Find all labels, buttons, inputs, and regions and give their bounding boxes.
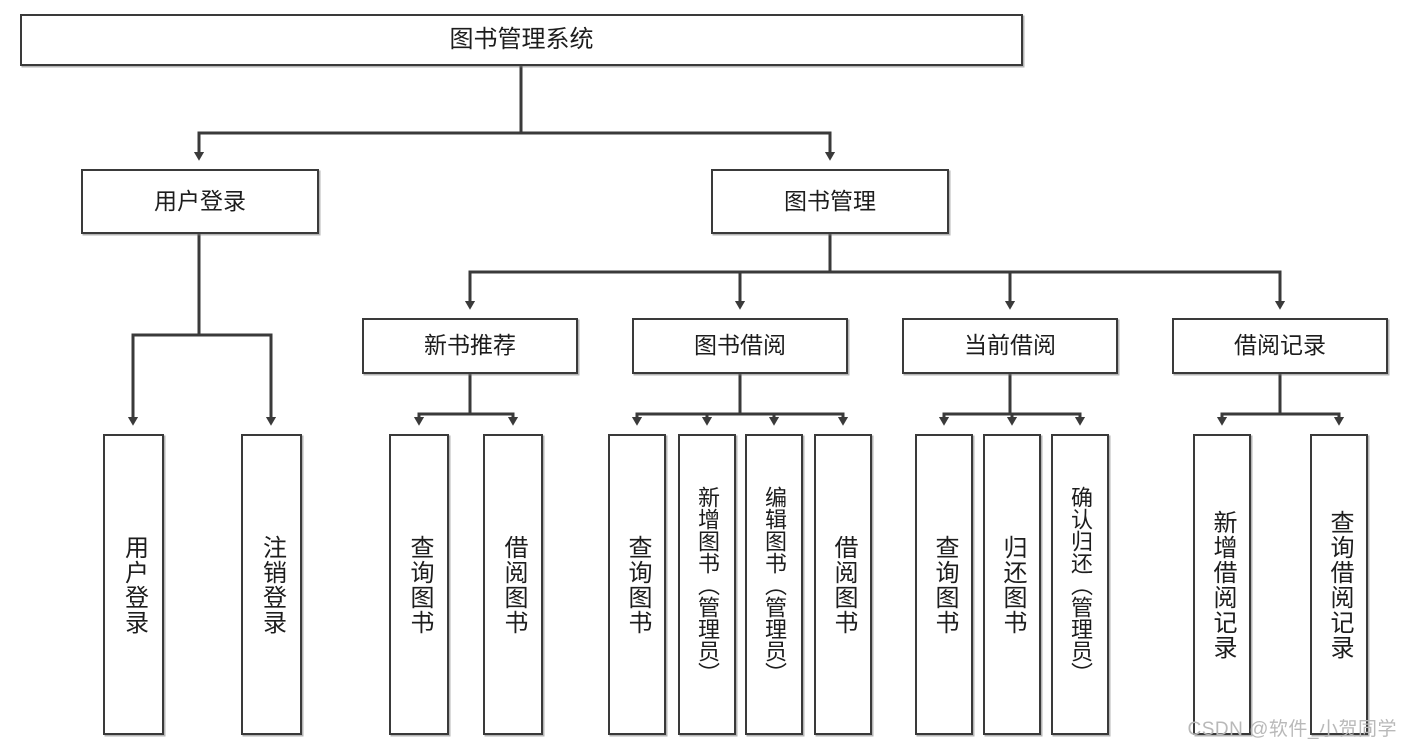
leaf-query-book-current-label: 查询图书: [931, 534, 958, 635]
node-root-label: 图书管理系统: [449, 25, 594, 53]
leaf-add-book-admin-label: 新增图书（管理员）: [695, 485, 720, 684]
leaf-query-book-newbook[interactable]: 查询图书: [389, 434, 449, 735]
node-borrow-record[interactable]: 借阅记录: [1172, 318, 1388, 374]
leaf-user-login-label: 用户登录: [120, 534, 148, 635]
leaf-query-borrow-record-label: 查询借阅记录: [1326, 509, 1353, 660]
leaf-return-book-label: 归还图书: [999, 534, 1026, 635]
node-borrow-record-label: 借阅记录: [1234, 332, 1326, 359]
leaf-add-book-admin[interactable]: 新增图书（管理员）: [678, 434, 736, 735]
node-book-borrow-label: 图书借阅: [694, 332, 786, 359]
leaf-borrow-book-newbook[interactable]: 借阅图书: [483, 434, 543, 735]
leaf-add-borrow-record[interactable]: 新增借阅记录: [1193, 434, 1251, 735]
node-user-login-label: 用户登录: [154, 187, 246, 214]
leaf-query-book-borrow[interactable]: 查询图书: [608, 434, 666, 735]
leaf-borrow-book-label: 借阅图书: [830, 534, 857, 635]
leaf-query-book-newbook-label: 查询图书: [406, 534, 433, 635]
leaf-logout[interactable]: 注销登录: [241, 434, 302, 735]
leaf-confirm-return-admin-label: 确认归还（管理员）: [1068, 485, 1093, 684]
leaf-add-borrow-record-label: 新增借阅记录: [1209, 509, 1236, 660]
node-current-borrow-label: 当前借阅: [964, 332, 1056, 359]
leaf-confirm-return-admin[interactable]: 确认归还（管理员）: [1051, 434, 1109, 735]
node-new-book-recommend[interactable]: 新书推荐: [362, 318, 578, 374]
leaf-borrow-book-newbook-label: 借阅图书: [500, 534, 527, 635]
leaf-edit-book-admin[interactable]: 编辑图书（管理员）: [745, 434, 803, 735]
leaf-query-borrow-record[interactable]: 查询借阅记录: [1310, 434, 1368, 735]
node-book-management[interactable]: 图书管理: [711, 169, 949, 234]
node-new-book-recommend-label: 新书推荐: [424, 332, 516, 359]
node-book-management-label: 图书管理: [784, 187, 876, 214]
leaf-user-login[interactable]: 用户登录: [103, 434, 164, 735]
node-user-login[interactable]: 用户登录: [81, 169, 319, 234]
leaf-query-book-borrow-label: 查询图书: [624, 534, 651, 635]
node-book-borrow[interactable]: 图书借阅: [632, 318, 848, 374]
leaf-logout-label: 注销登录: [258, 534, 286, 635]
leaf-edit-book-admin-label: 编辑图书（管理员）: [762, 485, 787, 684]
node-root[interactable]: 图书管理系统: [20, 14, 1023, 66]
leaf-return-book[interactable]: 归还图书: [983, 434, 1041, 735]
node-current-borrow[interactable]: 当前借阅: [902, 318, 1118, 374]
leaf-borrow-book[interactable]: 借阅图书: [814, 434, 872, 735]
leaf-query-book-current[interactable]: 查询图书: [915, 434, 973, 735]
